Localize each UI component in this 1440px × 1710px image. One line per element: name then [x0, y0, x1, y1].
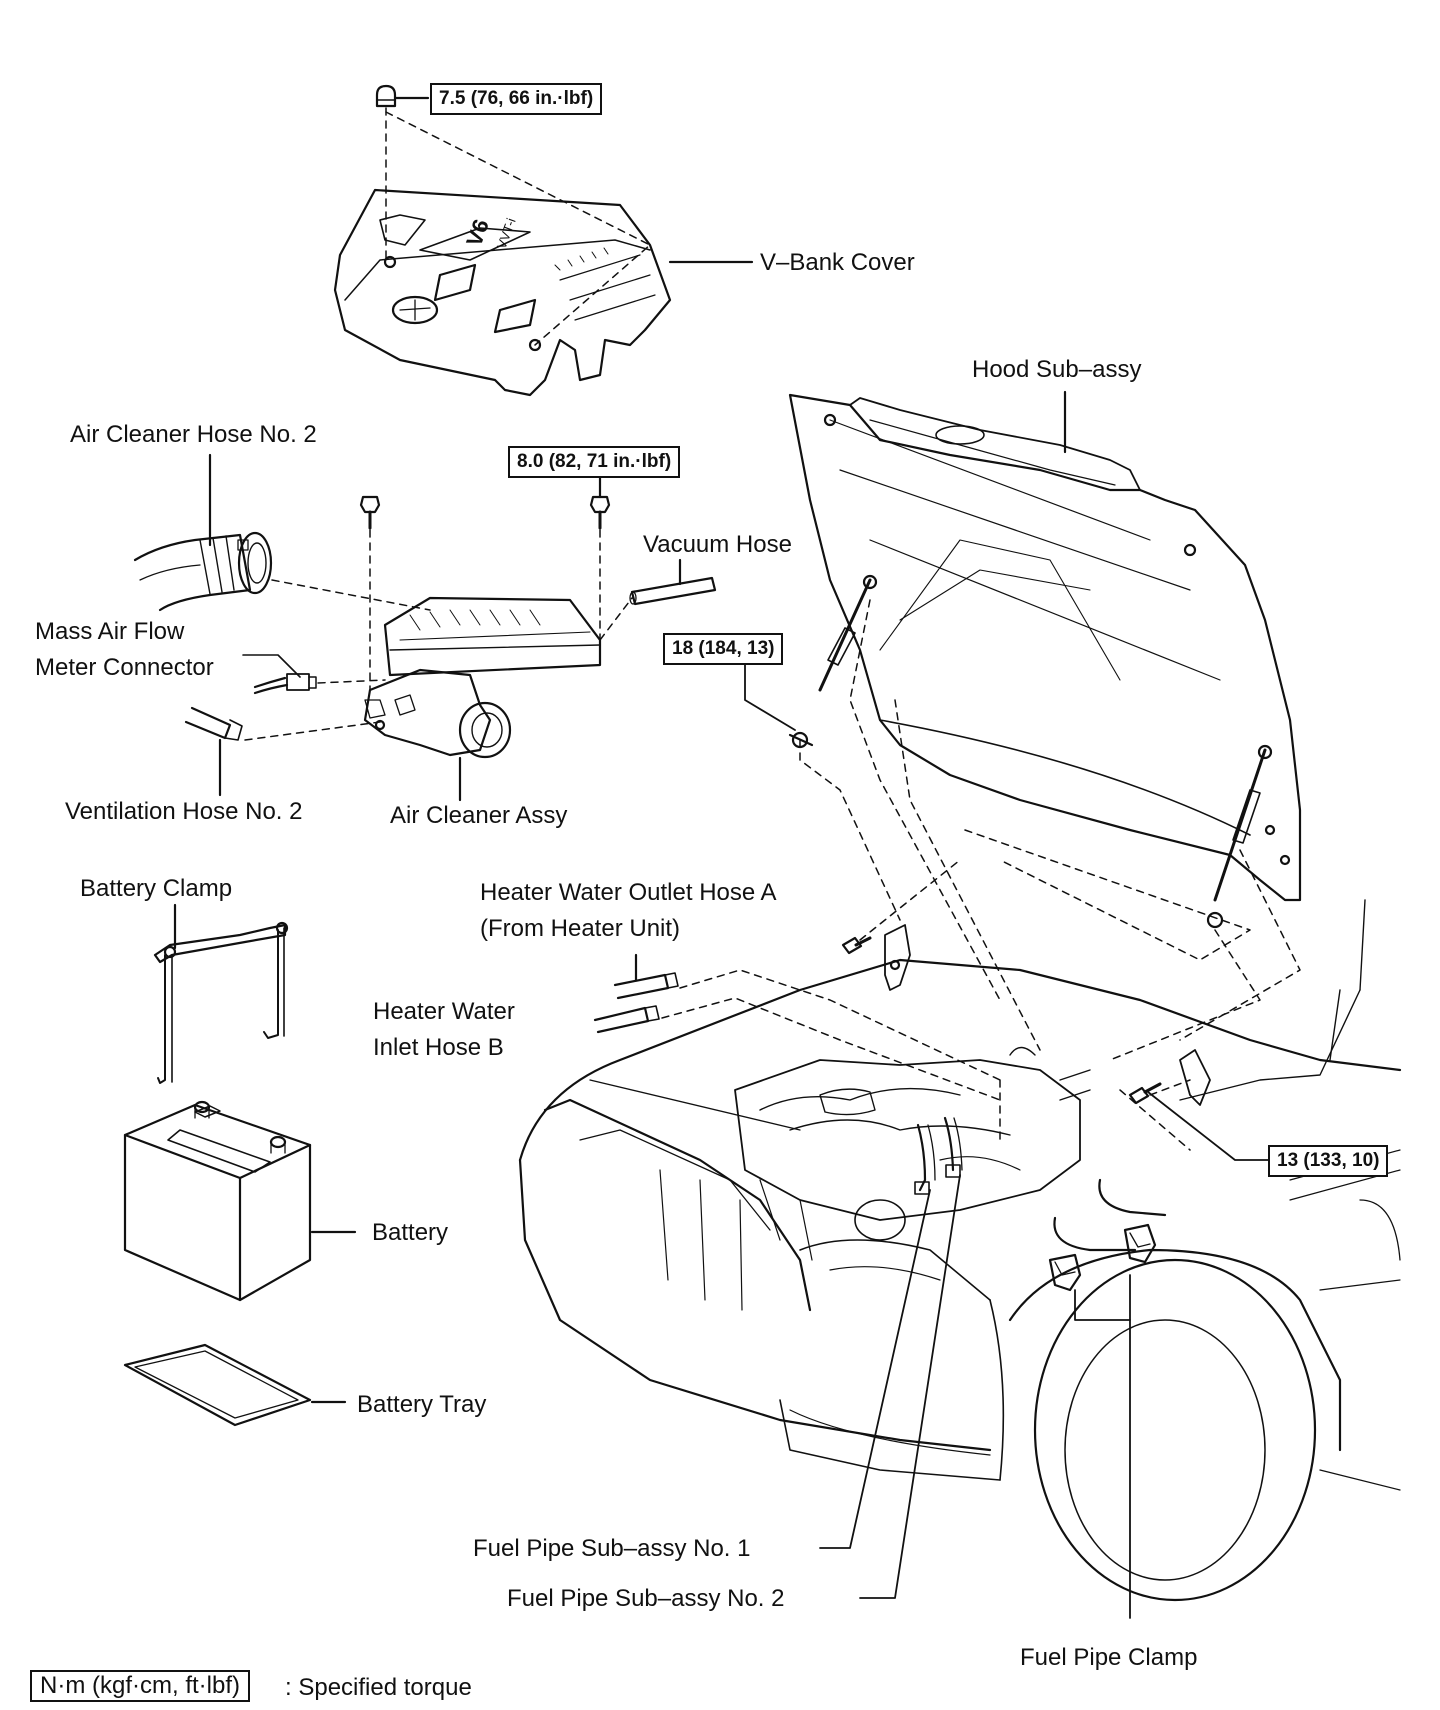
label-hood-sub-assy: Hood Sub–assy	[972, 356, 1142, 383]
label-air-cleaner-assy: Air Cleaner Assy	[390, 802, 568, 829]
label-battery-tray: Battery Tray	[357, 1391, 487, 1418]
label-fuel-pipe-clamp: Fuel Pipe Clamp	[1020, 1644, 1198, 1671]
legend-text: : Specified torque	[285, 1674, 472, 1701]
label-ventilation-hose-no2: Ventilation Hose No. 2	[65, 798, 303, 825]
label-mass-air-flow-line2: Meter Connector	[35, 654, 214, 681]
torque-hood-stay: 18 (184, 13)	[663, 633, 784, 665]
heater-water-inlet-hose-b	[593, 1005, 660, 1034]
bolt-left-icon	[359, 495, 381, 530]
torque-hinge-bolt: 13 (133, 10)	[1268, 1145, 1389, 1177]
fuel-pipe-clamp-left	[1048, 1253, 1082, 1292]
fuel-pipe-small	[1053, 1178, 1167, 1252]
label-heater-inlet-line2: Inlet Hose B	[373, 1034, 504, 1061]
label-heater-outlet-line1: Heater Water Outlet Hose A	[480, 879, 777, 906]
label-fuel-pipe-no2: Fuel Pipe Sub–assy No. 2	[507, 1585, 785, 1612]
fuel-pipe-no1	[914, 1123, 936, 1195]
hood-stay-left	[788, 574, 878, 749]
bolt-right-icon	[589, 495, 611, 530]
label-mass-air-flow-line1: Mass Air Flow	[35, 618, 185, 645]
label-vacuum-hose: Vacuum Hose	[643, 531, 792, 558]
hinge-bolt-left-icon	[841, 936, 872, 955]
leader-lines	[744, 659, 1271, 1619]
air-cleaner-hose-no2	[133, 531, 273, 612]
cover-emblem-vvti: VVT-i	[494, 216, 519, 251]
fuel-pipe-clamp-right	[1123, 1223, 1157, 1264]
label-heater-inlet-line1: Heater Water	[373, 998, 515, 1025]
legend-unit-box: N·m (kgf·cm, ft·lbf)	[30, 1670, 250, 1702]
battery-tray	[123, 1343, 312, 1427]
engine	[734, 1046, 1091, 1261]
vacuum-hose	[629, 576, 717, 606]
label-air-cleaner-hose-no2: Air Cleaner Hose No. 2	[70, 421, 317, 448]
label-fuel-pipe-no1: Fuel Pipe Sub–assy No. 1	[473, 1535, 751, 1562]
assembly-lines	[244, 107, 1301, 1151]
hinge-bolt-right-icon	[1128, 1082, 1162, 1105]
ventilation-hose-no2	[184, 706, 243, 741]
label-heater-outlet-line2: (From Heater Unit)	[480, 915, 681, 942]
battery-clamp	[153, 921, 289, 1084]
label-v-bank-cover: V–Bank Cover	[760, 249, 915, 276]
hood-hinge-left	[884, 924, 911, 991]
battery	[123, 1100, 312, 1302]
hood-hinge-right	[1179, 1049, 1211, 1106]
air-cleaner-assy	[363, 596, 602, 759]
cover-nut-icon	[375, 84, 397, 108]
label-battery: Battery	[372, 1219, 449, 1246]
mass-air-flow-connector	[253, 673, 317, 695]
vehicle-front	[518, 899, 1402, 1602]
torque-air-cleaner-bolt: 8.0 (82, 71 in.·lbf)	[508, 446, 681, 478]
heater-water-outlet-hose-a	[613, 972, 679, 1000]
hood-stay-right	[1206, 744, 1273, 929]
label-battery-clamp: Battery Clamp	[80, 875, 233, 902]
cover-emblem-v6: V6	[461, 216, 494, 250]
torque-cover-nut: 7.5 (76, 66 in.·lbf)	[430, 83, 603, 115]
v-bank-cover	[333, 188, 672, 397]
fuel-pipe-no2	[943, 1116, 963, 1178]
hood-sub-assy	[788, 393, 1302, 902]
